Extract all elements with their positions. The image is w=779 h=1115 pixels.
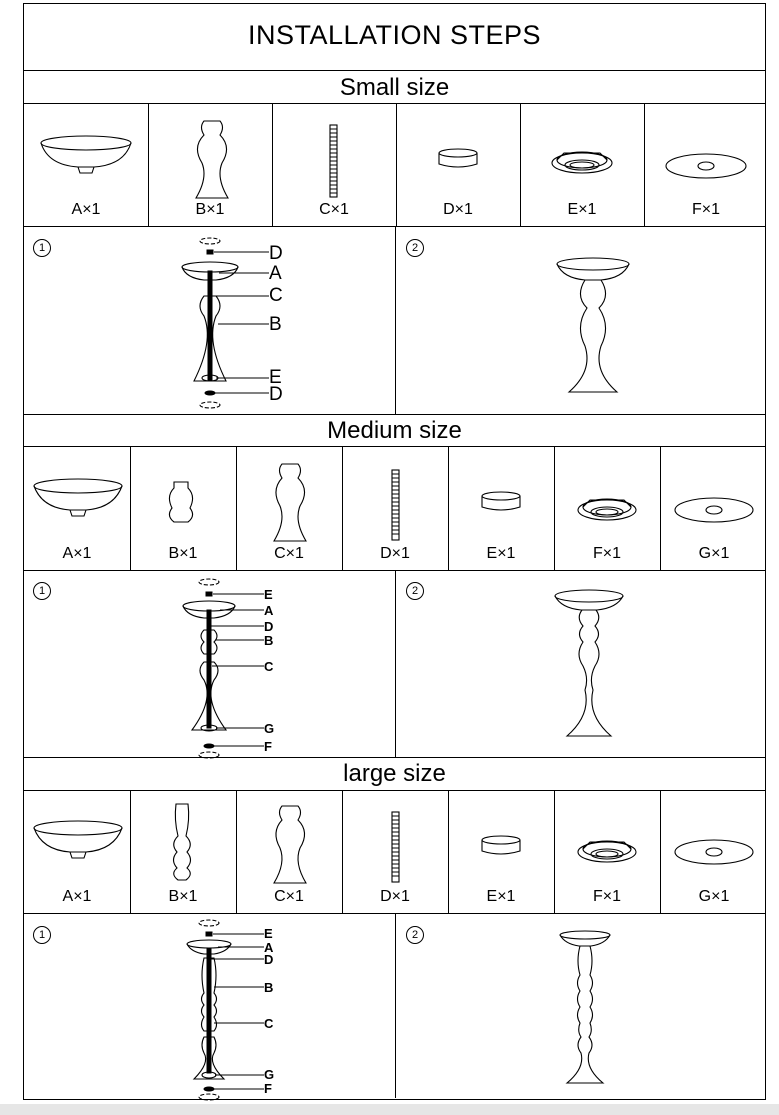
part-label: B×1 [168,888,198,905]
part-b-stem-drawing [195,120,229,199]
part-label: D×1 [443,201,473,218]
part-f-nut-drawing [577,840,637,863]
step-number: 2 [406,582,424,600]
step-number: 2 [406,926,424,944]
part-label: A×1 [62,545,92,562]
divider [24,103,765,104]
medium-parts-drawings [33,463,754,542]
callout-letter: E [269,367,282,388]
part-e-cap-drawing [481,835,521,855]
part-label: F×1 [592,545,621,562]
part-label: C×1 [274,888,304,905]
step-number: 1 [33,926,51,944]
callout-letter: G [264,721,274,736]
bottom-bar [0,1104,779,1115]
callout-letter: E [264,926,273,941]
step-number: 1 [33,239,51,257]
part-f-plate-drawing [665,153,747,179]
callout-letter: B [264,633,273,648]
callout-letter: C [269,285,283,306]
part-label: G×1 [698,545,730,562]
callout-letter: C [264,659,274,674]
part-label: A×1 [62,888,92,905]
callout-letter: A [269,263,282,284]
large-size-heading: large size [343,760,446,787]
part-a-bowl-drawing [33,820,123,859]
callout-letter: F [264,739,272,754]
callout-letter: A [264,603,274,618]
step-number: 2 [406,239,424,257]
callout-letter: E [264,587,273,602]
part-label: A×1 [71,201,101,218]
part-g-plate-drawing [674,497,754,523]
part-label: E×1 [486,545,516,562]
part-c-stem-drawing [273,805,307,884]
medium-size-heading: Medium size [327,417,462,444]
part-label: E×1 [486,888,516,905]
part-label: F×1 [592,888,621,905]
divider [24,70,765,71]
part-label: C×1 [274,545,304,562]
part-b-vase-drawing [168,481,194,523]
callout-letter: C [264,1016,274,1031]
part-label: F×1 [691,201,720,218]
small-step2-assembled-drawing [556,257,630,393]
page-title: INSTALLATION STEPS [247,20,542,50]
part-e-cap-drawing [481,491,521,511]
part-label: D×1 [380,545,410,562]
small-parts-drawings [40,120,747,199]
medium-step1-exploded-drawing: E A D B C G F [182,578,274,759]
callout-letter: D [269,243,283,264]
callout-letter: B [269,314,282,335]
part-label: D×1 [380,888,410,905]
callout-letter: D [269,384,283,405]
small-step1-exploded-drawing: D A C B E D [181,237,283,409]
part-label: B×1 [168,545,198,562]
part-label: E×1 [567,201,597,218]
large-parts-drawings [33,803,754,884]
instruction-sheet: INSTALLATION STEPS Small size [23,3,766,1101]
callout-letter: A [264,940,274,955]
part-d-rod-drawing [391,469,400,541]
part-d-cap-drawing [438,148,478,168]
part-label: G×1 [698,888,730,905]
part-c-rod-drawing [329,124,338,198]
part-d-rod-drawing [391,811,400,883]
part-a-bowl-drawing [33,478,123,517]
part-label: B×1 [195,201,225,218]
part-b-column-drawing [172,803,192,881]
large-step2-assembled-drawing [559,930,611,1084]
callout-letter: D [264,619,273,634]
part-f-nut-drawing [577,498,637,521]
large-step1-exploded-drawing: E A D B C G F [186,919,274,1101]
callout-letter: B [264,980,273,995]
part-e-nut-drawing [551,151,613,174]
part-c-stem-drawing [273,463,307,542]
callout-letter: G [264,1067,274,1082]
medium-step2-assembled-drawing [554,589,624,737]
part-a-bowl-drawing [40,135,132,174]
small-size-heading: Small size [339,74,450,101]
part-label: C×1 [319,201,349,218]
callout-letter: F [264,1081,272,1096]
part-g-plate-drawing [674,839,754,865]
step-number: 1 [33,582,51,600]
callout-letter: D [264,952,273,967]
